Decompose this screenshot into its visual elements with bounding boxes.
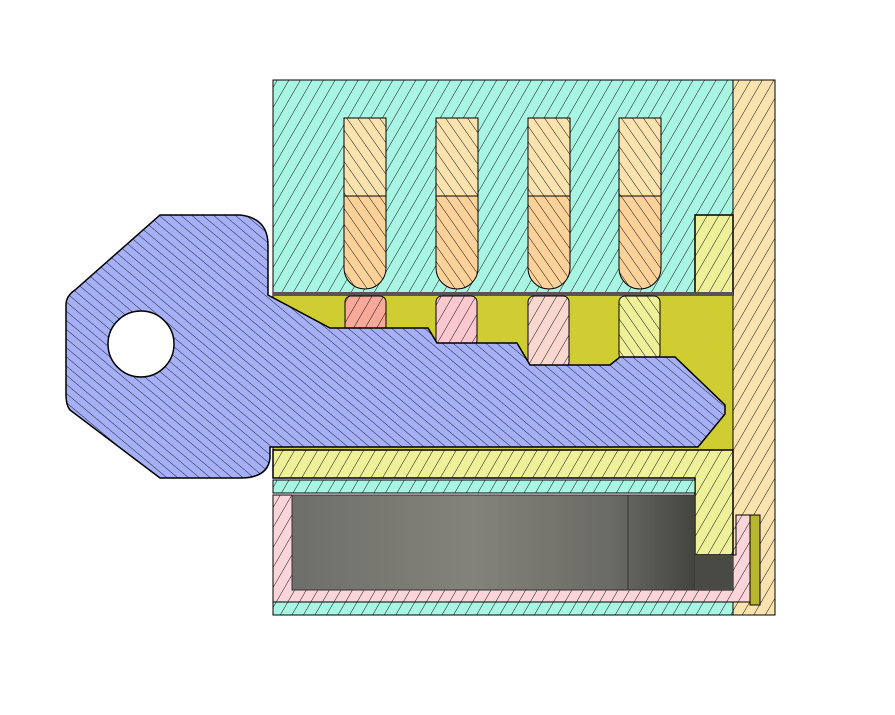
pin-stack-4	[618, 117, 662, 361]
pin-stack-3	[527, 117, 571, 369]
key	[65, 214, 726, 479]
cavity	[291, 494, 696, 591]
key-hole	[107, 310, 175, 378]
pin-stack-2	[435, 117, 479, 347]
pin-stacks	[343, 117, 662, 369]
cavity	[695, 555, 733, 590]
housing-upper	[272, 79, 734, 296]
pin-stack-1	[343, 117, 387, 333]
housing-lower	[272, 479, 734, 616]
retainer-clip-top	[694, 214, 734, 296]
